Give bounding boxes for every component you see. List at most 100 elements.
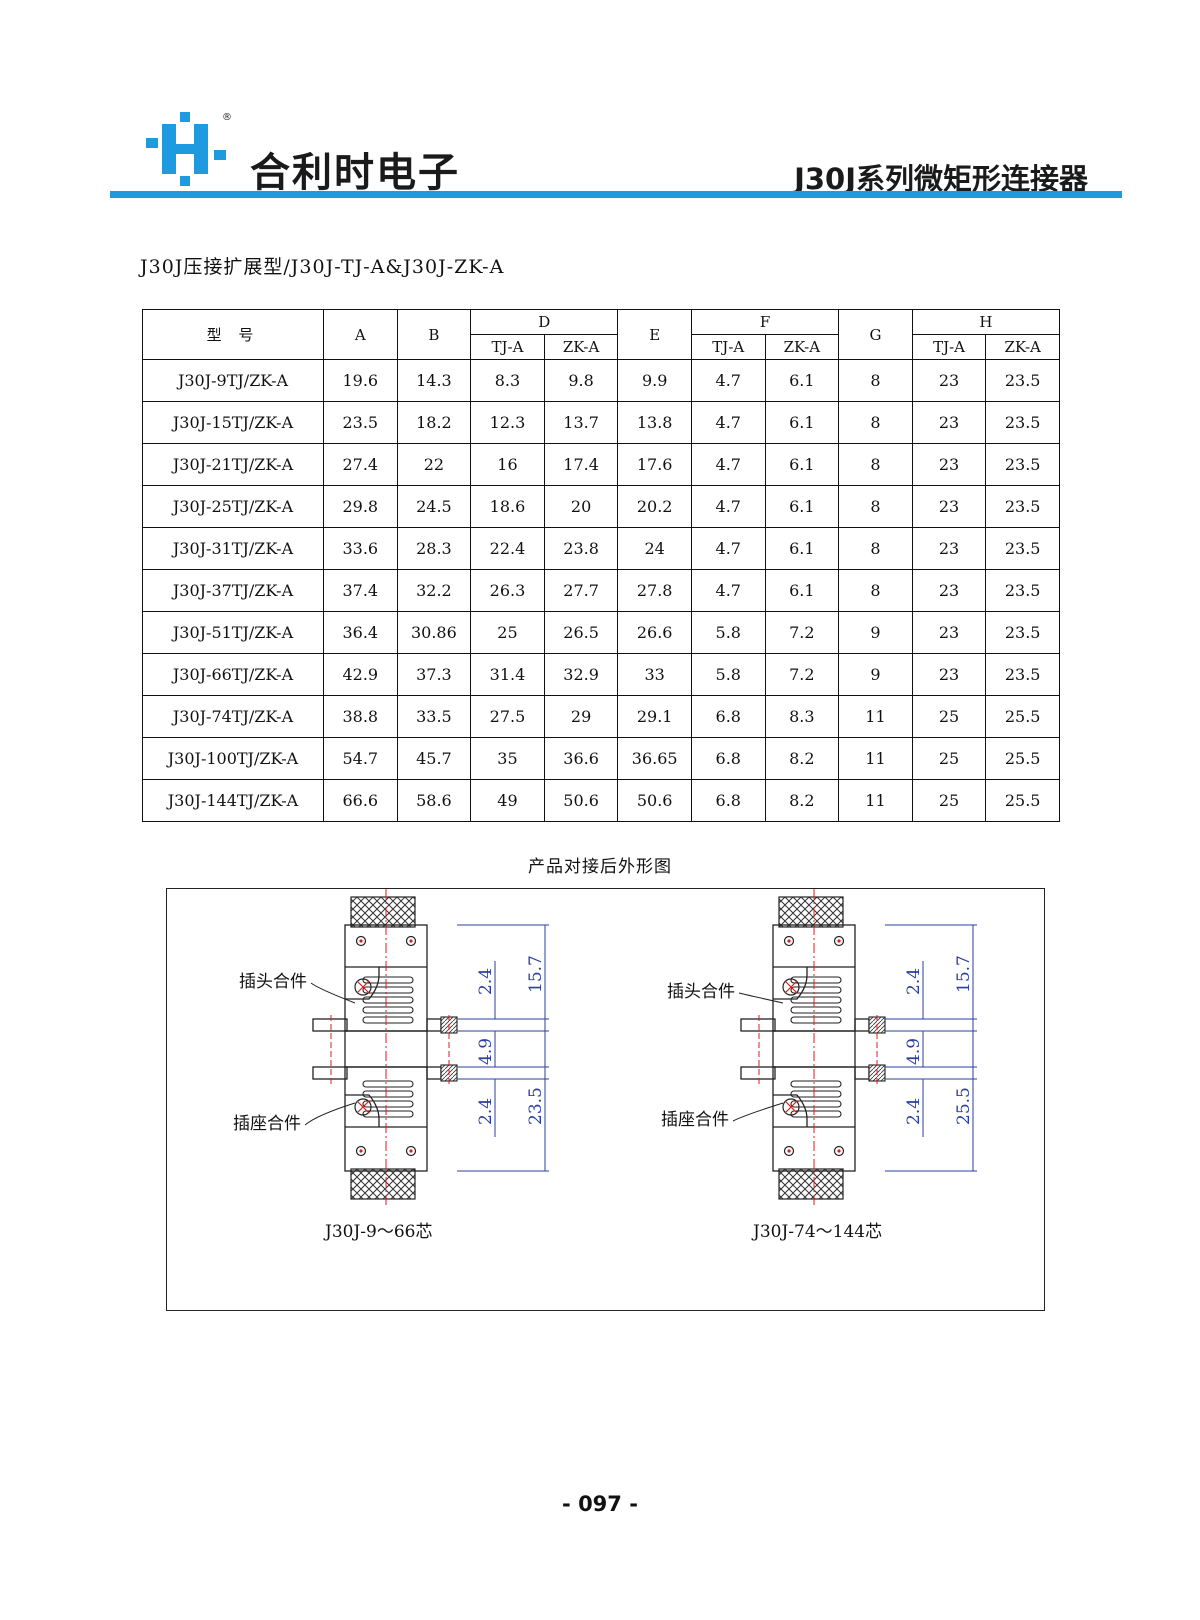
value-cell: 23.5 [985, 359, 1060, 402]
value-cell: 36.6 [543, 737, 619, 780]
value-cell: 11 [838, 695, 913, 738]
value-cell: 12.3 [470, 401, 545, 444]
value-cell: 31.4 [470, 653, 545, 696]
header-model: 型 号 [142, 309, 324, 360]
flange-left-top [740, 1018, 776, 1032]
model-cell: J30J-9TJ/ZK-A [142, 359, 324, 402]
value-cell: 27.8 [617, 569, 692, 612]
value-cell: 4.7 [690, 569, 766, 612]
value-cell: 8.3 [470, 359, 545, 402]
dim-bottom-inner: 2.4 [904, 1098, 924, 1125]
value-cell: 33.5 [396, 695, 472, 738]
value-cell: 32.9 [543, 653, 619, 696]
cable-bottom [350, 1168, 416, 1200]
model-cell: J30J-66TJ/ZK-A [142, 653, 324, 696]
value-cell: 23.5 [985, 527, 1060, 570]
value-cell: 30.86 [396, 611, 472, 654]
model-cell: J30J-100TJ/ZK-A [142, 737, 324, 780]
value-cell: 26.5 [543, 611, 619, 654]
value-cell: 13.8 [617, 401, 692, 444]
value-cell: 37.3 [396, 653, 472, 696]
assembly-caption: J30J-9～66芯 [323, 1222, 432, 1242]
dim-top-outer: 15.7 [954, 955, 974, 993]
value-cell: 23 [911, 569, 987, 612]
value-cell: 29.1 [617, 695, 692, 738]
coupling [772, 1030, 856, 1068]
value-cell: 4.7 [690, 527, 766, 570]
value-cell: 23 [911, 653, 987, 696]
flange-right-bottom [426, 1066, 442, 1080]
value-cell: 25 [911, 779, 987, 822]
model-cell: J30J-15TJ/ZK-A [142, 401, 324, 444]
value-cell: 36.65 [617, 737, 692, 780]
value-cell: 14.3 [396, 359, 472, 402]
series-title: J30J系列微矩形连接器 [794, 162, 1088, 196]
value-cell: 23 [911, 359, 987, 402]
value-cell: 33.6 [323, 527, 398, 570]
value-cell: 36.4 [323, 611, 398, 654]
value-cell: 49 [470, 779, 545, 822]
plug-callout-label: 插头合件 [239, 972, 307, 992]
value-cell: 27.7 [543, 569, 619, 612]
value-cell: 27.5 [470, 695, 545, 738]
flange-left-top [312, 1018, 348, 1032]
value-cell: 37.4 [323, 569, 398, 612]
value-cell: 22 [396, 443, 472, 486]
header-f-tj: TJ-A [690, 334, 766, 360]
value-cell: 17.6 [617, 443, 692, 486]
value-cell: 26.6 [617, 611, 692, 654]
value-cell: 23.5 [985, 569, 1060, 612]
dim-top-inner: 2.4 [904, 968, 924, 995]
value-cell: 19.6 [323, 359, 398, 402]
value-cell: 7.2 [764, 653, 840, 696]
flange-left-bottom [740, 1066, 776, 1080]
value-cell: 13.7 [543, 401, 619, 444]
value-cell: 38.8 [323, 695, 398, 738]
header-h-tj: TJ-A [911, 334, 987, 360]
value-cell: 6.8 [690, 779, 766, 822]
value-cell: 25 [911, 695, 987, 738]
header-e: E [617, 309, 692, 360]
value-cell: 8 [838, 359, 913, 402]
value-cell: 23.8 [543, 527, 619, 570]
cable-top [778, 896, 844, 928]
dimension-table: 型 号 A B D E F G H TJ-A ZK-A TJ-A ZK-A TJ… [142, 309, 1061, 822]
brand-name: 合利时电子 [250, 150, 460, 196]
value-cell: 23 [911, 443, 987, 486]
figure-title: 产品对接后外形图 [528, 857, 672, 877]
coupling [344, 1030, 428, 1068]
value-cell: 32.2 [396, 569, 472, 612]
value-cell: 8 [838, 569, 913, 612]
value-cell: 8 [838, 443, 913, 486]
value-cell: 25 [911, 737, 987, 780]
value-cell: 9 [838, 611, 913, 654]
value-cell: 6.1 [764, 485, 840, 528]
value-cell: 25.5 [985, 779, 1060, 822]
value-cell: 28.3 [396, 527, 472, 570]
value-cell: 5.8 [690, 653, 766, 696]
cable-top [350, 896, 416, 928]
value-cell: 23.5 [985, 611, 1060, 654]
value-cell: 23 [911, 611, 987, 654]
header-h: H [911, 309, 1061, 335]
value-cell: 58.6 [396, 779, 472, 822]
value-cell: 26.3 [470, 569, 545, 612]
value-cell: 33 [617, 653, 692, 696]
value-cell: 23.5 [985, 653, 1060, 696]
value-cell: 4.7 [690, 359, 766, 402]
value-cell: 9.8 [543, 359, 619, 402]
value-cell: 8.2 [764, 737, 840, 780]
model-cell: J30J-31TJ/ZK-A [142, 527, 324, 570]
company-logo: ® [146, 112, 232, 186]
value-cell: 24.5 [396, 485, 472, 528]
dim-bottom-outer: 23.5 [526, 1087, 546, 1125]
